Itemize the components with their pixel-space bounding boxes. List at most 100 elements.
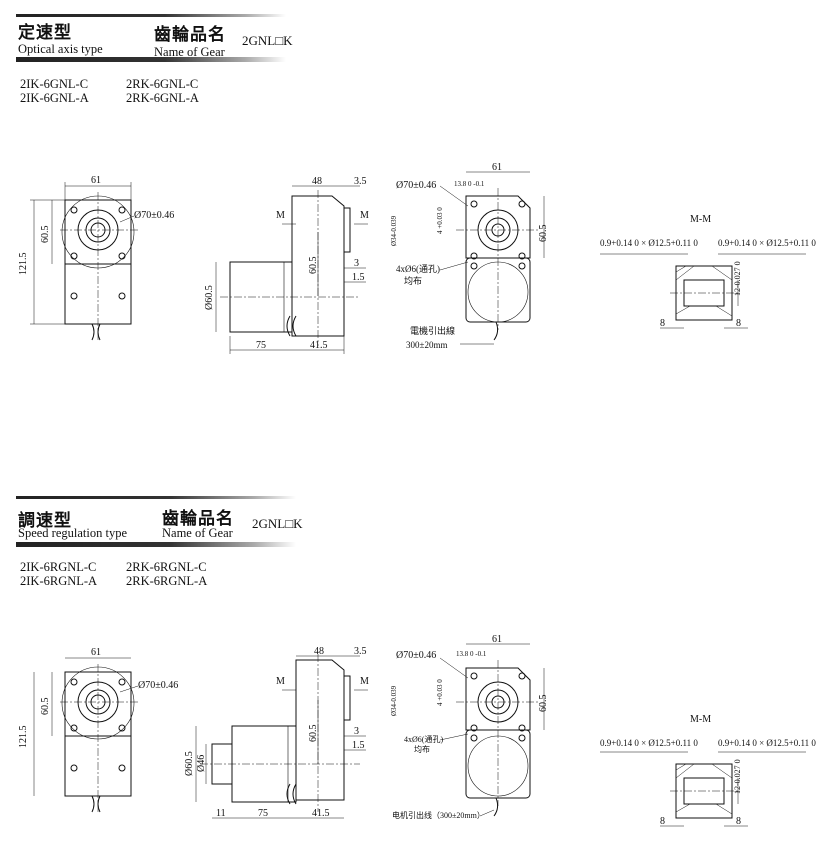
cable — [493, 321, 499, 341]
cable — [286, 783, 297, 805]
mount-hole — [518, 262, 526, 270]
dim-gear-height: 60.5 — [538, 225, 549, 243]
section1-drawings: 61 121.5 60.5 Ø70±0.46 M M 48 — [18, 162, 816, 354]
mount-hole — [70, 678, 78, 686]
dim-front-inner: 60.5 — [40, 698, 51, 716]
dim-side-r2: 1.5 — [352, 272, 365, 283]
model: 2RK-6GNL-A — [126, 91, 199, 105]
dim-front-height: 121.5 — [18, 253, 29, 276]
dim-side-dia2: Ø46 — [196, 755, 207, 772]
section1-subtitle: Optical axis type — [18, 42, 103, 56]
section1-bottom-rule — [16, 57, 286, 62]
mount-hole — [70, 764, 78, 772]
mount-hole — [518, 200, 526, 208]
section1-gear-title: 齒輪品名 — [154, 25, 226, 45]
dim-gear-key: 13.8 0 -0.1 — [454, 180, 485, 188]
dim-side-bot2: 41.5 — [310, 340, 328, 351]
dim-side-bot1: 75 — [256, 340, 266, 351]
model: 2IK-6GNL-C — [20, 77, 89, 91]
mm-right-label: 0.9+0.14 0 × Ø12.5+0.11 0 — [718, 738, 816, 748]
front-view: 61 121.5 60.5 Ø70±0.46 — [18, 647, 178, 813]
section2-gear-code: 2GNL□K — [252, 516, 303, 531]
mount-hole — [470, 672, 478, 680]
dim-gear-key: 13.8 0 -0.1 — [456, 650, 487, 658]
mount-hole — [70, 206, 78, 214]
holes-label2: 均布 — [404, 275, 422, 286]
dim-side-bot1: 75 — [258, 808, 268, 819]
cable — [493, 797, 499, 817]
model: 2IK-6RGNL-C — [20, 560, 97, 574]
side-view: M M 48 3.5 60.5 Ø60.5 Ø46 11 75 41.5 3 1… — [184, 646, 398, 819]
mount-hole — [118, 678, 126, 686]
dim-side-dia: Ø60.5 — [204, 285, 215, 310]
dim-side-top2: 3.5 — [354, 176, 367, 187]
dim-side-r2: 1.5 — [352, 740, 365, 751]
mm-dim-v: 12-0.027 0 — [733, 261, 742, 296]
dim-side-top: 48 — [312, 176, 322, 187]
mount-hole — [118, 764, 126, 772]
section1-gear-code: 2GNL□K — [242, 33, 293, 48]
mm-dim-l: 8 — [660, 816, 665, 827]
mount-hole — [118, 252, 126, 260]
mount-hole — [470, 252, 478, 260]
cable-label: 電機引出線 — [410, 325, 455, 336]
mm-dim-r: 8 — [736, 816, 741, 827]
section1-top-rule — [16, 14, 286, 17]
section2-subtitle: Speed regulation type — [18, 526, 127, 540]
mount-hole — [470, 724, 478, 732]
dim-gear-4: 4 +0.03 0 — [436, 679, 444, 706]
gearbox-top — [465, 667, 531, 731]
model: 2RK-6GNL-C — [126, 77, 199, 91]
shaft-side — [343, 675, 351, 721]
section2-gear-subtitle: Name of Gear — [162, 526, 233, 540]
model: 2IK-6RGNL-A — [20, 574, 98, 588]
gearbox-side — [295, 659, 345, 801]
dim-gear-width: 61 — [492, 162, 502, 173]
dim-side-top: 48 — [314, 646, 324, 657]
front-view: 61 121.5 60.5 Ø70±0.46 — [18, 175, 174, 341]
dim-front-inner: 60.5 — [40, 226, 51, 244]
dim-gear-circle: Ø70±0.46 — [396, 180, 436, 191]
dim-front-circle: Ø70±0.46 — [138, 680, 178, 691]
section2-title: 調速型 — [18, 511, 72, 531]
cable — [91, 323, 101, 341]
section2-drawings: 61 121.5 60.5 Ø70±0.46 M M 48 3.5 — [18, 634, 816, 827]
dim-front-width: 61 — [91, 175, 101, 186]
section2-models-left: 2IK-6RGNL-C 2IK-6RGNL-A — [20, 560, 97, 588]
side-view: M M 48 3.5 60.5 Ø60.5 75 41.5 3 1.5 Ø34-… — [204, 176, 398, 354]
mm-section: M-M 0.9+0.14 0 × Ø12.5+0.11 0 0.9+0.14 0… — [600, 714, 816, 827]
mount-hole — [118, 206, 126, 214]
section1-gear-subtitle: Name of Gear — [154, 45, 225, 59]
mm-section: M-M 0.9+0.14 0 × Ø12.5+0.11 0 0.9+0.14 0… — [600, 214, 816, 329]
shaft-side — [343, 207, 351, 253]
dim-gear-4: 4 +0.03 0 — [436, 207, 444, 234]
m-left: M — [276, 676, 285, 687]
mm-title: M-M — [690, 214, 711, 225]
mm-right-label: 0.9+0.14 0 × Ø12.5+0.11 0 — [718, 238, 816, 248]
cable — [91, 795, 101, 813]
mount-hole — [70, 252, 78, 260]
section2-bottom-rule — [16, 542, 296, 547]
dim-front-height: 121.5 — [18, 726, 29, 749]
dim-side-r1: 3 — [354, 258, 359, 269]
dim-side-r1: 3 — [354, 726, 359, 737]
section1-models-left: 2IK-6GNL-C 2IK-6GNL-A — [20, 77, 89, 105]
mount-hole — [470, 734, 478, 742]
section2-models-right: 2RK-6RGNL-C 2RK-6RGNL-A — [126, 560, 207, 588]
holes-label: 4xØ6(通孔) — [404, 734, 443, 744]
mount-hole — [70, 292, 78, 300]
dim-front-width: 61 — [91, 647, 101, 658]
cable-label: 电机引出线（300±20mm） — [392, 810, 485, 820]
dim-side-top2: 3.5 — [354, 646, 367, 657]
m-left: M — [276, 210, 285, 221]
m-right: M — [360, 210, 369, 221]
dim-side-mid: 60.5 — [308, 725, 319, 743]
mm-title: M-M — [690, 714, 711, 725]
section2-gear-title: 齒輪品名 — [162, 509, 234, 529]
m-right: M — [360, 676, 369, 687]
gearbox-top — [465, 195, 531, 259]
mm-dim-l: 8 — [660, 318, 665, 329]
section1-models-right: 2RK-6GNL-C 2RK-6GNL-A — [126, 77, 199, 105]
dim-side-dia: Ø60.5 — [184, 751, 195, 776]
